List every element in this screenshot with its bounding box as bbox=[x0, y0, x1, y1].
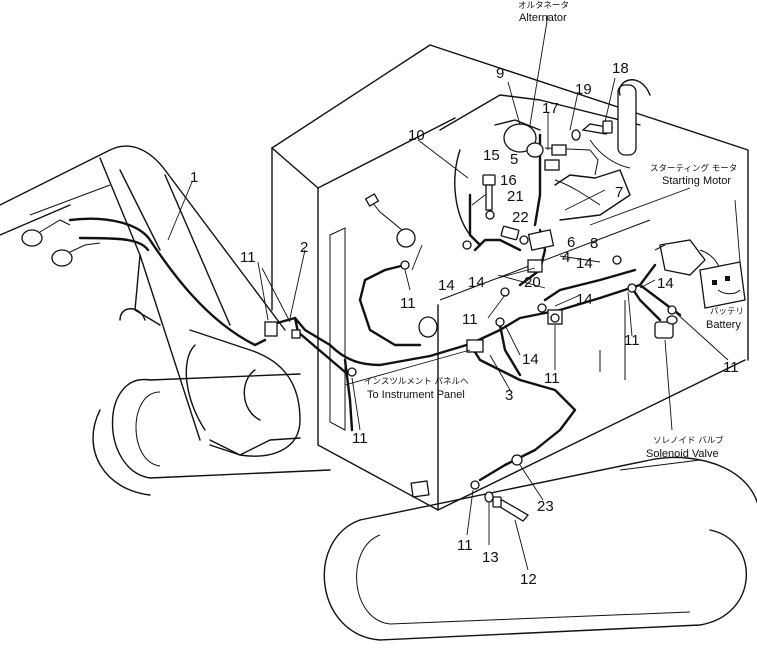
part-number-12: 12 bbox=[520, 571, 537, 588]
part-number-1: 1 bbox=[190, 169, 198, 186]
part-number-2: 2 bbox=[300, 239, 308, 256]
alternator-label-jp: オルタネータ bbox=[518, 1, 569, 11]
part-number-11-g: 11 bbox=[352, 430, 368, 447]
part-number-14-a: 14 bbox=[438, 277, 455, 294]
part-number-10: 10 bbox=[408, 127, 425, 144]
engine-assembly bbox=[439, 79, 651, 380]
part-number-9: 9 bbox=[496, 65, 504, 82]
instrument-panel-label-jp: インスツルメント パネルヘ bbox=[364, 377, 469, 387]
part-number-8: 8 bbox=[590, 235, 598, 252]
instrument-panel-label: To Instrument Panel bbox=[367, 389, 465, 401]
part-number-18: 18 bbox=[612, 60, 629, 77]
part-number-5: 5 bbox=[510, 151, 518, 168]
part-number-4: 4 bbox=[562, 249, 570, 266]
clamps bbox=[347, 240, 677, 490]
part-number-11-c: 11 bbox=[462, 311, 478, 328]
part-number-11-b: 11 bbox=[400, 295, 416, 312]
part-number-11-f: 11 bbox=[723, 359, 739, 376]
part-number-11-e: 11 bbox=[624, 332, 640, 349]
part-number-22: 22 bbox=[512, 209, 529, 226]
part-number-14-b: 14 bbox=[468, 274, 485, 291]
battery bbox=[699, 261, 746, 309]
boom-harness bbox=[68, 217, 267, 347]
machine-house bbox=[271, 44, 749, 511]
part-number-21: 21 bbox=[507, 188, 524, 205]
part-number-11-a: 11 bbox=[240, 249, 256, 266]
battery-label-jp: バッテリ bbox=[710, 307, 744, 317]
part-number-14-c: 14 bbox=[576, 255, 593, 272]
part-number-17: 17 bbox=[542, 100, 559, 117]
part-number-7: 7 bbox=[615, 184, 623, 201]
part-number-6: 6 bbox=[567, 234, 575, 251]
part-number-labels: 1 2 3 4 5 6 7 8 9 10 11 11 11 11 11 11 1… bbox=[190, 60, 739, 588]
part-number-14-d: 14 bbox=[576, 291, 593, 308]
part-number-14-e: 14 bbox=[657, 275, 674, 292]
right-crawler-track bbox=[323, 456, 757, 641]
boom-and-arm bbox=[0, 145, 301, 457]
left-crawler-track bbox=[92, 373, 331, 496]
part-number-14-f: 14 bbox=[522, 351, 539, 368]
solenoid-valve bbox=[654, 315, 678, 339]
part-number-11-d: 11 bbox=[544, 370, 560, 387]
part-number-20: 20 bbox=[524, 274, 541, 291]
bolts bbox=[482, 120, 614, 522]
part-number-11-h: 11 bbox=[457, 537, 473, 554]
alternator-label: Alternator bbox=[519, 12, 567, 24]
part-number-15: 15 bbox=[483, 147, 500, 164]
solenoid-valve-label: Solenoid Valve bbox=[646, 448, 719, 460]
part-number-16: 16 bbox=[500, 172, 517, 189]
part-number-23: 23 bbox=[537, 498, 554, 515]
starting-motor-label-jp: スターティング モータ bbox=[650, 163, 737, 174]
component-labels: オルタネータ Alternator スターティング モータ Starting M… bbox=[364, 1, 744, 460]
leader-lines bbox=[167, 14, 741, 571]
work-lamps bbox=[21, 193, 438, 338]
part-number-3: 3 bbox=[505, 387, 513, 404]
part-number-19: 19 bbox=[575, 81, 592, 98]
part-number-13: 13 bbox=[482, 549, 499, 566]
battery-label: Battery bbox=[706, 319, 741, 331]
starting-motor-label: Starting Motor bbox=[662, 175, 731, 187]
solenoid-valve-label-jp: ソレノイド バルブ bbox=[653, 435, 724, 446]
